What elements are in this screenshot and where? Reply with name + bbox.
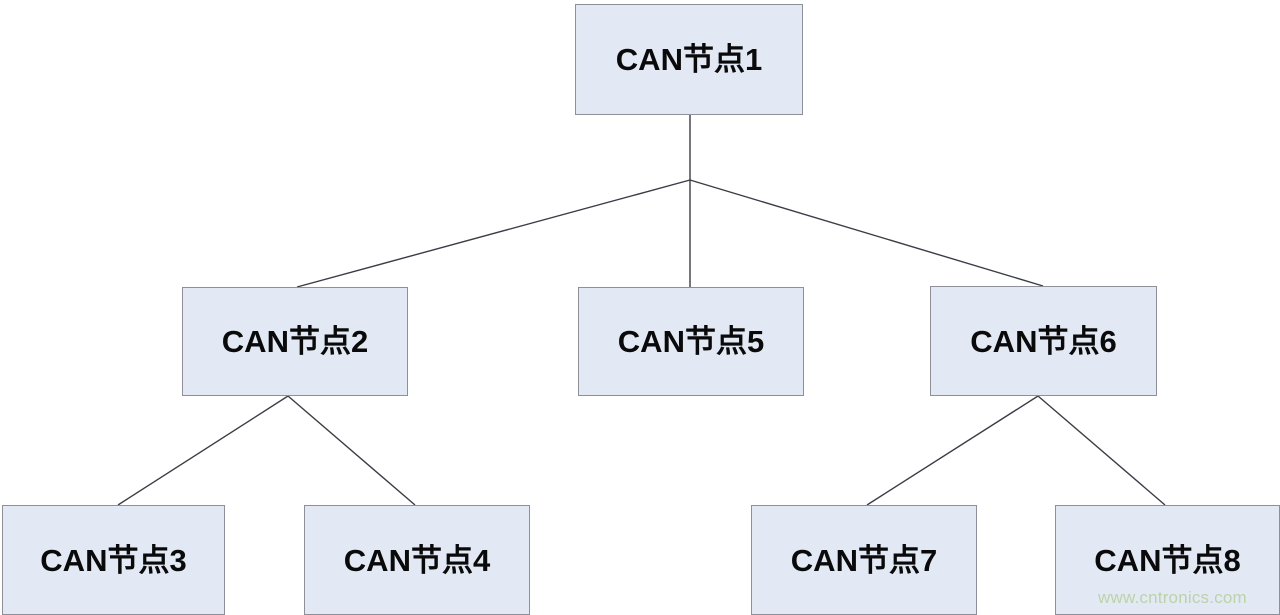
node-can8[interactable]: CAN节点8 [1055,505,1280,615]
edge-node6-node7 [866,395,1039,506]
node-label: CAN节点3 [40,542,187,578]
watermark: www.cntronics.com [1098,588,1247,607]
node-can1[interactable]: CAN节点1 [575,4,803,115]
node-label: CAN节点8 [1094,542,1241,578]
edge-node6-node8 [1037,395,1166,506]
node-label: CAN节点4 [343,542,491,578]
node-can4[interactable]: CAN节点4 [304,505,530,615]
edge-node2-node4 [287,395,416,506]
node-label: CAN节点1 [615,42,763,77]
node-label: CAN节点2 [221,324,369,359]
node-label: CAN节点5 [617,324,765,359]
edge-node2-node3 [117,395,289,506]
node-can2[interactable]: CAN节点2 [182,287,408,396]
node-can6[interactable]: CAN节点6 [930,286,1157,396]
node-can3[interactable]: CAN节点3 [2,505,225,615]
node-can7[interactable]: CAN节点7 [751,505,977,615]
edge-junction-node6 [689,179,1044,287]
node-can5[interactable]: CAN节点5 [578,287,804,396]
node-label: CAN节点7 [790,542,938,578]
node-label: CAN节点6 [970,323,1117,359]
edge-junction-node2 [296,179,691,288]
